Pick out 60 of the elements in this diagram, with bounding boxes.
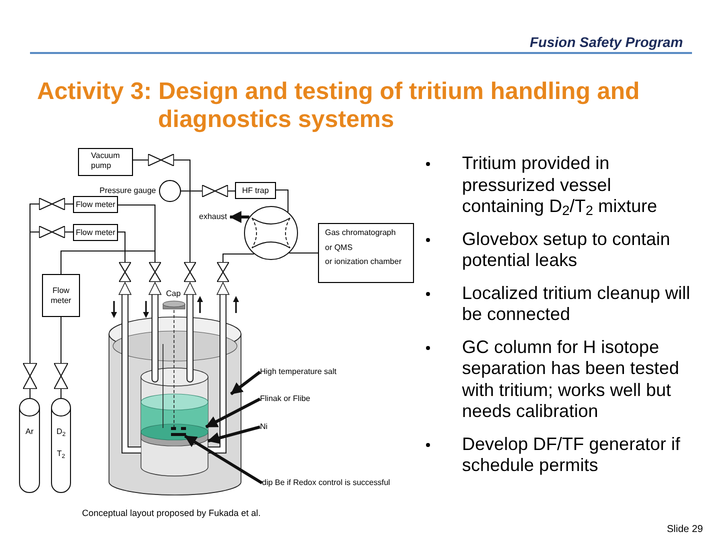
- cylinder-label: Ar: [26, 427, 34, 437]
- pressure-gauge-symbol: [159, 180, 181, 202]
- valve-symbol: [119, 262, 131, 282]
- box-label: or ionization chamber: [325, 257, 402, 267]
- callout-label: Ni: [260, 422, 268, 432]
- column-symbol: [244, 206, 298, 260]
- exhaust-label: exhaust: [199, 212, 230, 222]
- box-label: Flow meter: [50, 286, 72, 306]
- gauge-label: Pressure gauge: [100, 186, 156, 196]
- flow-meter-box: [73, 224, 118, 241]
- bullet-text: Develop DF/TF generator if schedule permits: [462, 434, 682, 476]
- valve-symbol: [54, 363, 68, 389]
- part-label: Cap: [166, 289, 181, 299]
- cylinder-label: T$_{2}$: [56, 449, 66, 459]
- bullet-text: Localized tritium cleanup will be connected: [462, 282, 692, 326]
- callout-label: High temperature salt: [260, 367, 336, 377]
- pipe-line: [276, 190, 288, 212]
- pipe-line: [228, 190, 236, 192]
- figure-caption: Conceptual layout proposed by Fukada et al.: [82, 508, 261, 519]
- box-label: Flow meter: [76, 200, 116, 210]
- box-label: or QMS: [325, 242, 353, 252]
- program-name: Fusion Safety Program: [530, 34, 683, 50]
- pipe-line: [60, 388, 62, 398]
- valve-symbol: [217, 262, 229, 282]
- pipe-line: [174, 160, 190, 262]
- box-label: Gas chromatograph: [325, 228, 396, 238]
- callout-label: Flinak or Flibe: [260, 394, 310, 404]
- flow-meter-box: [42, 274, 80, 317]
- pump-box: [78, 148, 133, 176]
- valve-symbol: [149, 262, 161, 282]
- box-label: HF trap: [242, 186, 269, 196]
- slide-number: Slide 29: [666, 524, 703, 536]
- pipe-line: [60, 316, 62, 364]
- bullet-text: Glovebox setup to contain potential leaks: [462, 228, 672, 272]
- valve-symbol: [39, 198, 65, 210]
- flow-meter-box: [73, 196, 118, 213]
- trap-box: [235, 182, 276, 199]
- callout-label: dip Be if Redox control is successful: [262, 478, 390, 488]
- pipe-line: [288, 252, 318, 254]
- pipe-line: [180, 190, 202, 192]
- instrument-box: [318, 223, 414, 283]
- box-label: Flow meter: [76, 228, 116, 238]
- cylinder-label: D$_{2}$: [56, 427, 66, 437]
- pipe-line: [60, 250, 156, 274]
- leader-arrow: [184, 434, 263, 484]
- pipe-line: [30, 232, 40, 364]
- valve-symbol: [148, 154, 174, 166]
- valve-symbol: [39, 226, 65, 238]
- leader-arrow: [205, 398, 261, 428]
- pipe-line: [222, 254, 254, 262]
- valve-symbol: [184, 262, 196, 282]
- flow-arrow: [229, 211, 250, 223]
- bullet-text: Tritium provided in pressurized vessel containing D$_{2}$/T$_{2}$ mixture: [462, 153, 658, 218]
- pipe-line: [118, 232, 126, 262]
- slide-title: Activity 3: Design and testing of tritium handling and diagnostics systems: [37, 78, 641, 134]
- leader-arrow: [207, 426, 260, 444]
- bullet-text: GC column for H isotope separation has been tested with tritium; works well but needs calibration: [462, 336, 680, 422]
- box-label: Vacuum pump: [91, 151, 121, 171]
- valve-symbol: [202, 185, 228, 197]
- valve-symbol: [23, 363, 37, 389]
